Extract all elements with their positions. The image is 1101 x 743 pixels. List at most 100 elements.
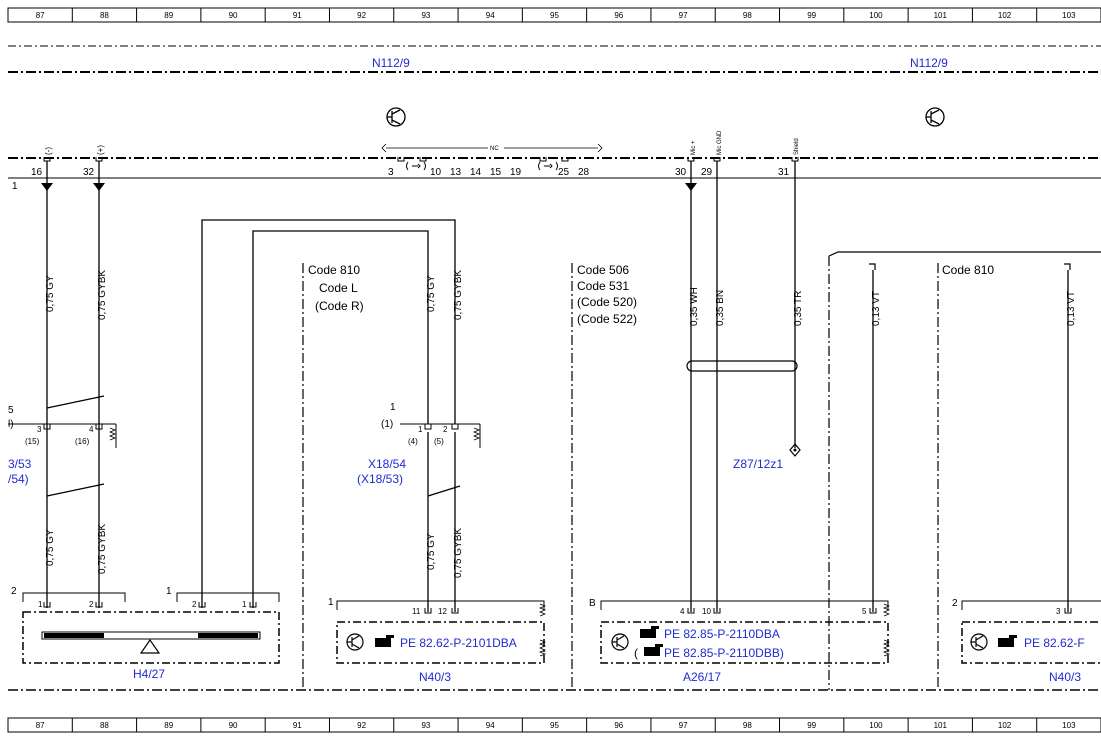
pin-label: 2 xyxy=(192,600,197,609)
ground-point-icon xyxy=(789,443,801,457)
pin-label: 1 xyxy=(166,586,172,597)
svg-text:0,75 GY: 0,75 GY xyxy=(45,275,56,312)
ruler-label: 96 xyxy=(614,11,623,20)
wire-end-markers xyxy=(41,183,697,191)
ruler-label: 95 xyxy=(550,11,559,20)
svg-text:0,75 GYBK: 0,75 GYBK xyxy=(453,528,464,578)
pin-label: 10 xyxy=(702,607,711,616)
ruler-label: 100 xyxy=(869,11,883,20)
svg-text:0,35 TR: 0,35 TR xyxy=(793,291,804,326)
svg-text:13: 13 xyxy=(450,167,462,178)
ruler-label: 100 xyxy=(869,721,883,730)
svg-text:31: 31 xyxy=(778,167,790,178)
ruler-label: 92 xyxy=(357,11,366,20)
control-unit-boundary xyxy=(8,45,1101,691)
ruler-label: 101 xyxy=(934,11,948,20)
code-labels: Code 810 Code L (Code R) Code 506 Code 5… xyxy=(308,263,994,326)
pe-ref-2101[interactable]: PE 82.62-P-2101DBA xyxy=(400,636,517,650)
code-bracket xyxy=(828,251,1101,257)
vt-hooks xyxy=(869,263,1071,270)
pe-ref-right[interactable]: PE 82.62-F xyxy=(1024,636,1085,650)
pin-label: 1 xyxy=(328,597,334,608)
pin-label: (5) xyxy=(434,437,444,446)
pin-tag-minus: (-) xyxy=(44,147,53,155)
svg-text:10: 10 xyxy=(430,167,442,178)
top-pin-numbers: 16 32 3 10 13 14 15 19 25 28 30 29 31 xyxy=(31,167,790,178)
pin-label: 2 xyxy=(11,586,17,597)
z87-label: Z87/12z1 xyxy=(733,457,783,471)
ruler-label: 99 xyxy=(807,11,816,20)
pin-label: B xyxy=(589,598,596,609)
transistor-icon xyxy=(925,107,945,127)
left-connector xyxy=(8,423,117,448)
svg-text:0,13 VT: 0,13 VT xyxy=(1066,291,1077,326)
ruler-label: 97 xyxy=(679,721,688,730)
row-label: 1 xyxy=(12,181,18,192)
svg-text:Code 531: Code 531 xyxy=(577,279,629,293)
connector-slashes xyxy=(46,395,461,497)
pin-label: 1 xyxy=(38,600,43,609)
pin-label: 3 xyxy=(37,425,42,434)
left-connector-num: 5 xyxy=(8,405,14,416)
n403-right-label: N40/3 xyxy=(1049,670,1081,684)
middle-connector xyxy=(400,423,481,448)
ruler-label: 92 xyxy=(357,721,366,730)
ruler-label: 102 xyxy=(998,721,1012,730)
ruler-label: 87 xyxy=(36,11,45,20)
pin-label: 2 xyxy=(443,425,448,434)
svg-text:32: 32 xyxy=(83,167,95,178)
reference-hand-icon xyxy=(640,626,663,656)
svg-text:(Code 522): (Code 522) xyxy=(577,312,637,326)
ruler-label: 98 xyxy=(743,721,752,730)
ruler-label: 89 xyxy=(164,721,173,730)
svg-text:0,13 VT: 0,13 VT xyxy=(871,291,882,326)
svg-text:16: 16 xyxy=(31,167,43,178)
svg-text:14: 14 xyxy=(470,167,482,178)
ruler-label: 90 xyxy=(229,11,238,20)
svg-text:0,75 GYBK: 0,75 GYBK xyxy=(97,524,108,574)
transistor-icon xyxy=(346,633,364,651)
pe-ref-2110a[interactable]: PE 82.85-P-2110DBA xyxy=(664,627,780,641)
pin-label: 5 xyxy=(862,607,867,616)
ruler-label: 91 xyxy=(293,11,302,20)
middle-connector-paren: (1) xyxy=(381,419,393,430)
svg-text:0,75 GY: 0,75 GY xyxy=(426,275,437,312)
svg-text:3: 3 xyxy=(388,167,394,178)
svg-text:(Code 520): (Code 520) xyxy=(577,295,637,309)
svg-text:Code 810: Code 810 xyxy=(942,263,994,277)
pe-ref-2110b[interactable]: PE 82.85-P-2110DBB) xyxy=(664,646,784,660)
pin-label: (16) xyxy=(75,437,90,446)
code-separators xyxy=(302,256,939,690)
pin-label: 2 xyxy=(952,598,958,609)
pin-label: (15) xyxy=(25,437,40,446)
svg-text:0,75 GYBK: 0,75 GYBK xyxy=(97,270,108,320)
pin-label: 4 xyxy=(89,425,94,434)
reference-hand-icon xyxy=(375,635,394,647)
pin-label: 2 xyxy=(89,600,94,609)
ruler-label: 88 xyxy=(100,11,109,20)
a2617-component xyxy=(600,600,891,664)
ruler-label: 91 xyxy=(293,721,302,730)
pin-label: 1 xyxy=(418,425,423,434)
svg-text:0,35 BN: 0,35 BN xyxy=(715,290,726,326)
a2617-label: A26/17 xyxy=(683,670,721,684)
n403-right-component xyxy=(961,600,1101,664)
ruler-label: 87 xyxy=(36,721,45,730)
middle-connector-num: 1 xyxy=(390,402,396,413)
svg-text:0,75 GY: 0,75 GY xyxy=(426,533,437,570)
ruler-label: 99 xyxy=(807,721,816,730)
ruler-label: 95 xyxy=(550,721,559,730)
internal-link-icon xyxy=(406,161,558,171)
ruler-label: 103 xyxy=(1062,721,1076,730)
control-unit-label-left: N112/9 xyxy=(372,56,410,70)
pin-label: (4) xyxy=(408,437,418,446)
ruler-label: 90 xyxy=(229,721,238,730)
svg-text:25: 25 xyxy=(558,167,570,178)
wires xyxy=(46,161,1069,612)
nc-bracket xyxy=(381,143,603,153)
svg-text:28: 28 xyxy=(578,167,590,178)
svg-text:Code L: Code L xyxy=(319,281,358,295)
svg-text:15: 15 xyxy=(490,167,502,178)
reference-hand-icon xyxy=(998,635,1017,647)
